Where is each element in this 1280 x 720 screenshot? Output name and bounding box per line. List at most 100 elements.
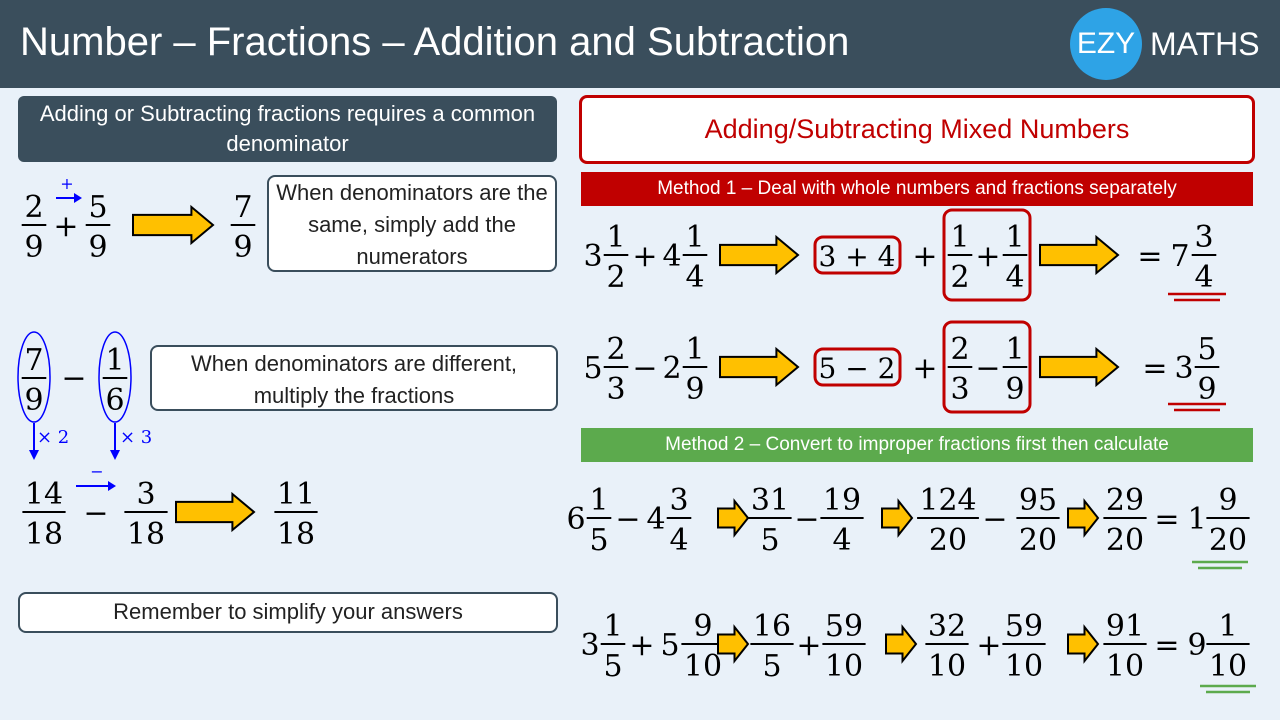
ex2-frac-a2-numerator: 14 bbox=[25, 477, 63, 512]
m2-ex2-arrow3 bbox=[1067, 624, 1100, 664]
m1-ex1-frac-box bbox=[942, 208, 1032, 302]
m2-ex1-ans-frac-denominator: 20 bbox=[1209, 523, 1247, 558]
ex1-op: + bbox=[53, 209, 78, 244]
m1-ex2-frac-b-denominator: 9 bbox=[1005, 372, 1024, 407]
m2-ex2-com-b-denominator: 10 bbox=[1005, 649, 1043, 684]
m2-ex1-f1-denominator: 5 bbox=[589, 523, 608, 558]
m1-ex1-eq: = bbox=[1137, 239, 1162, 274]
m2-ex2-eq: = bbox=[1154, 628, 1179, 663]
m2-ex2-f2-denominator: 10 bbox=[684, 649, 722, 684]
m2-ex2-ans-frac-numerator: 1 bbox=[1218, 609, 1237, 644]
m1-ex1-w2: 4 bbox=[662, 239, 681, 274]
m1-ex2-frac-a-denominator: 3 bbox=[950, 372, 969, 407]
ex2-op: − bbox=[61, 361, 86, 396]
ex1-arrow bbox=[132, 204, 215, 246]
m1-ex1-ans-frac-numerator: 3 bbox=[1194, 220, 1213, 255]
ex2-result-numerator: 11 bbox=[277, 477, 315, 512]
m1-ex1-frac-a-denominator: 2 bbox=[950, 260, 969, 295]
ex2-arrow bbox=[175, 491, 256, 533]
m1-ex2-arrow2 bbox=[1039, 346, 1120, 388]
m1-ex2-w1: 5 bbox=[583, 351, 602, 386]
ex2-mult-b: × 3 bbox=[120, 427, 152, 448]
m2-ex2-imp-a-numerator: 16 bbox=[753, 609, 791, 644]
ex1-result-denominator: 9 bbox=[233, 230, 252, 265]
m2-ex1-ans-whole: 1 bbox=[1187, 502, 1206, 537]
m1-ex2-f2-denominator: 9 bbox=[685, 372, 704, 407]
m2-ex2-com-op: + bbox=[976, 628, 1001, 663]
ex1-result-numerator: 7 bbox=[233, 190, 252, 225]
header-bar bbox=[0, 0, 1280, 88]
m1-ex2-whole-expr: 5 − 2 bbox=[819, 352, 896, 385]
mixed-numbers-title: Adding/Subtracting Mixed Numbers bbox=[579, 95, 1255, 164]
m2-ex2-res-denominator: 10 bbox=[1106, 649, 1144, 684]
m1-ex2-ans-frac-denominator: 9 bbox=[1197, 372, 1216, 407]
m1-ex1-frac-a-numerator: 1 bbox=[950, 220, 969, 255]
method2-label: Method 2 – Convert to improper fractions… bbox=[581, 428, 1253, 462]
m1-ex1-w1: 3 bbox=[583, 239, 602, 274]
m1-ex2-frac-a-numerator: 2 bbox=[950, 332, 969, 367]
m1-ex2-whole-box bbox=[813, 347, 902, 387]
m2-ex1-imp-b-denominator: 4 bbox=[832, 523, 851, 558]
m1-ex1-f1-numerator: 1 bbox=[606, 220, 625, 255]
m1-ex1-whole-box bbox=[813, 235, 902, 275]
m2-ex2-arrow1 bbox=[717, 624, 750, 664]
different-denominators-note: When denominators are different, multipl… bbox=[150, 345, 558, 411]
m1-ex2-eq: = bbox=[1142, 351, 1167, 386]
ex1-frac-b-denominator: 9 bbox=[88, 230, 107, 265]
m1-ex1-op: + bbox=[632, 239, 657, 274]
m1-ex1-f1-denominator: 2 bbox=[606, 260, 625, 295]
m2-ex1-f2-denominator: 4 bbox=[669, 523, 688, 558]
ex2-op2: − bbox=[83, 496, 108, 531]
m1-ex1-frac-b-numerator: 1 bbox=[1005, 220, 1024, 255]
ex2-ring-a bbox=[17, 331, 51, 423]
m2-ex2-ans-whole: 9 bbox=[1187, 628, 1206, 663]
common-denominator-banner: Adding or Subtracting fractions requires… bbox=[18, 96, 557, 162]
m2-ex2-imp-op: + bbox=[796, 628, 821, 663]
ex1-frac-a-numerator: 2 bbox=[24, 190, 43, 225]
m2-ex1-eq: = bbox=[1154, 502, 1179, 537]
m2-ex1-res-numerator: 29 bbox=[1106, 483, 1144, 518]
ex2-frac-b-denominator: 6 bbox=[105, 383, 124, 418]
m2-ex1-com-b-numerator: 95 bbox=[1019, 483, 1057, 518]
m1-ex1-plus: + bbox=[912, 239, 937, 274]
ex1-frac-a-denominator: 9 bbox=[24, 230, 43, 265]
ex2-frac-a-denominator: 9 bbox=[24, 383, 43, 418]
m2-ex2-imp-a-denominator: 5 bbox=[762, 649, 781, 684]
page-title: Number – Fractions – Addition and Subtra… bbox=[20, 20, 850, 64]
m2-ex1-arrow3 bbox=[1067, 498, 1100, 538]
m1-ex1-ans-whole: 7 bbox=[1170, 239, 1189, 274]
m2-ex1-w1: 6 bbox=[566, 502, 585, 537]
m1-ex2-frac-op: − bbox=[975, 351, 1000, 386]
m2-ex2-w1: 3 bbox=[580, 628, 599, 663]
m2-ex2-imp-b-numerator: 59 bbox=[825, 609, 863, 644]
m2-ex2-w2: 5 bbox=[660, 628, 679, 663]
ex2-mult-a: × 2 bbox=[37, 427, 69, 448]
m2-ex1-imp-op: − bbox=[794, 502, 819, 537]
m1-ex1-f2-denominator: 4 bbox=[685, 260, 704, 295]
m2-ex1-f2-numerator: 3 bbox=[669, 483, 688, 518]
m2-ex2-f2-numerator: 9 bbox=[693, 609, 712, 644]
ex2-arrow-op: − bbox=[90, 462, 103, 481]
ex1-arrow-op: + bbox=[60, 174, 73, 193]
method1-label: Method 1 – Deal with whole numbers and f… bbox=[581, 172, 1253, 206]
m1-ex2-f1-numerator: 2 bbox=[606, 332, 625, 367]
m2-ex1-imp-b-numerator: 19 bbox=[823, 483, 861, 518]
m1-ex1-whole-expr: 3 + 4 bbox=[819, 240, 896, 273]
m2-ex1-ans-frac-numerator: 9 bbox=[1218, 483, 1237, 518]
m1-ex1-f2-numerator: 1 bbox=[685, 220, 704, 255]
m2-ex2-com-b-numerator: 59 bbox=[1005, 609, 1043, 644]
ex2-mult-b-head bbox=[110, 450, 120, 460]
m2-ex2-ans-frac-denominator: 10 bbox=[1209, 649, 1247, 684]
m1-ex1-ans-frac-denominator: 4 bbox=[1194, 260, 1213, 295]
m2-ex1-arrow1 bbox=[717, 498, 750, 538]
m1-ex2-ans-frac-numerator: 5 bbox=[1197, 332, 1216, 367]
m1-ex2-arrow1 bbox=[719, 346, 800, 388]
logo-circle: EZY bbox=[1070, 8, 1142, 80]
m1-ex2-frac-b-numerator: 1 bbox=[1005, 332, 1024, 367]
m2-ex2-com-a-denominator: 10 bbox=[928, 649, 966, 684]
m2-ex1-arrow2 bbox=[881, 498, 914, 538]
m1-ex1-arrow1 bbox=[719, 234, 800, 276]
m2-ex2-f1-numerator: 1 bbox=[603, 609, 622, 644]
m1-ex2-f2-numerator: 1 bbox=[685, 332, 704, 367]
m2-ex1-imp-a-numerator: 31 bbox=[751, 483, 789, 518]
